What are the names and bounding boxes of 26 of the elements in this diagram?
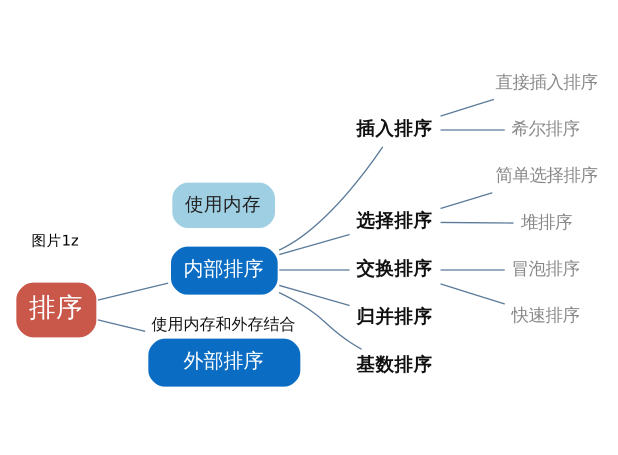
node-text: 基数排序 xyxy=(356,354,432,375)
label: 图片1z xyxy=(32,232,79,250)
node-text: 归并排序 xyxy=(356,306,432,327)
connector xyxy=(98,318,146,332)
node-text: 交换排序 xyxy=(356,258,432,279)
node-text: 插入排序 xyxy=(356,118,432,139)
connector xyxy=(279,233,350,255)
connector xyxy=(278,146,384,250)
connector xyxy=(440,221,514,224)
connector xyxy=(278,291,362,350)
connector xyxy=(440,98,494,116)
connector xyxy=(279,284,350,306)
node-text: 选择排序 xyxy=(356,210,432,231)
connector xyxy=(440,128,505,130)
connector xyxy=(440,282,505,304)
node-text: 堆排序 xyxy=(521,212,572,232)
connector xyxy=(279,268,350,270)
connector xyxy=(440,192,492,209)
node-text: 希尔排序 xyxy=(512,119,580,140)
node-label: 使用内存和外存结合 xyxy=(152,314,296,333)
node-text: 简单选择排序 xyxy=(496,166,598,186)
node-text: 快速排序 xyxy=(512,306,580,326)
node-text: 直接插入排序 xyxy=(496,72,598,92)
node-text: 冒泡排序 xyxy=(512,259,580,280)
connector xyxy=(98,282,168,300)
connector xyxy=(440,268,505,270)
